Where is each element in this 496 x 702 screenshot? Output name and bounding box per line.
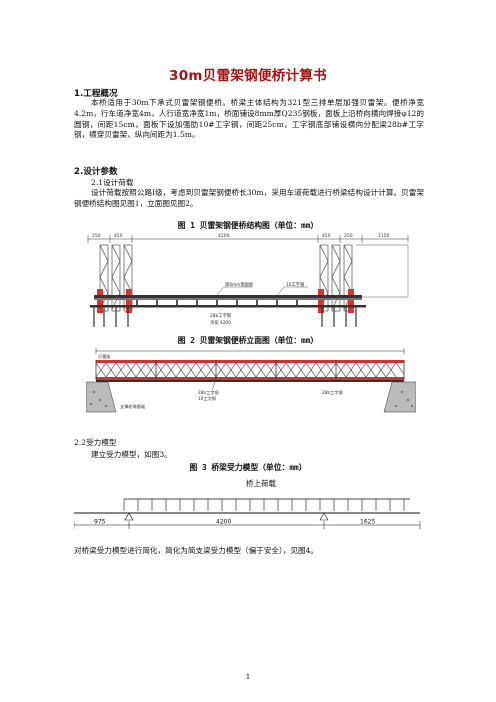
- figure-2-elevation-drawing: 贝雷架 28b工字钢 10工字钢 支撑桥墩基础 28b工字钢: [86, 348, 416, 413]
- fig2-label-i-beam-28b-right: 28b工字钢: [322, 389, 343, 396]
- fig1-dim-450-left: 450: [114, 233, 123, 239]
- subsection-2-2-body: 建立受力模型，如图3。: [91, 450, 172, 459]
- subsection-2-1-heading: 2.1设计荷载: [91, 178, 134, 187]
- figure-1-structure-drawing: 250 450 4200 450 250 1150: [87, 233, 409, 327]
- closing-sentence: 对桥梁受力模型进行简化，简化为简支梁受力模型（偏于安全），见图4。: [74, 546, 319, 555]
- fig1-dim-450-right: 450: [322, 233, 331, 239]
- fig3-span-4200: 4200: [216, 519, 231, 526]
- fig3-span-1625: 1625: [360, 519, 375, 526]
- fig1-dim-4200: 4200: [218, 233, 230, 239]
- fig2-label-i-beam-28b: 28b工字钢: [198, 389, 219, 396]
- fig3-span-975: 975: [94, 519, 106, 526]
- section-1-heading: 1.工程概况: [74, 89, 118, 99]
- page-number: 1: [245, 672, 251, 681]
- figure-2-caption: 图 2 贝雷架钢便桥立面图（单位：mm）: [177, 336, 319, 345]
- fig3-load-label: 桥上荷载: [246, 478, 276, 488]
- section-2-heading: 2.设计参数: [74, 167, 118, 177]
- fig2-label-bailey-truss: 贝雷架: [98, 354, 111, 360]
- fig2-label-pier-foundation: 支撑桥墩基础: [120, 403, 145, 410]
- figure-3-caption: 图 3 桥梁受力模型（单位：mm）: [189, 463, 307, 472]
- fig1-label-i-beam-10: 10工字钢: [286, 281, 304, 288]
- fig1-label-i-beam-28b: 28b工字钢: [210, 312, 231, 319]
- fig1-label-net-width: 净宽 4200: [210, 319, 231, 326]
- fig1-label-steel-plate: 厚8mm钢面板: [225, 281, 254, 288]
- fig1-dim-250-right: 250: [344, 233, 353, 239]
- fig1-dim-1150: 1150: [378, 233, 390, 239]
- document-title: 30m贝雷架钢便桥计算书: [169, 68, 327, 84]
- section-2-body: 设计荷载按照公路Ⅰ级，考虑到贝雷架钢便桥长30m，采用车道荷载进行桥梁结构设计计…: [74, 188, 424, 208]
- subsection-2-2-heading: 2.2受力模型: [74, 438, 117, 447]
- section-1-body: 本桥适用于30m下承式贝雷架钢便桥。桥梁主体结构为321型三排单层加强贝雷架。便…: [74, 98, 424, 140]
- figure-1-caption: 图 1 贝雷架钢便桥结构图（单位：mm）: [177, 221, 319, 230]
- fig1-dim-250-left: 250: [92, 233, 101, 239]
- figure-3-load-model: 桥上荷载 975 4200 1625: [74, 478, 421, 529]
- fig2-label-i-beam-10: 10工字钢: [198, 395, 216, 402]
